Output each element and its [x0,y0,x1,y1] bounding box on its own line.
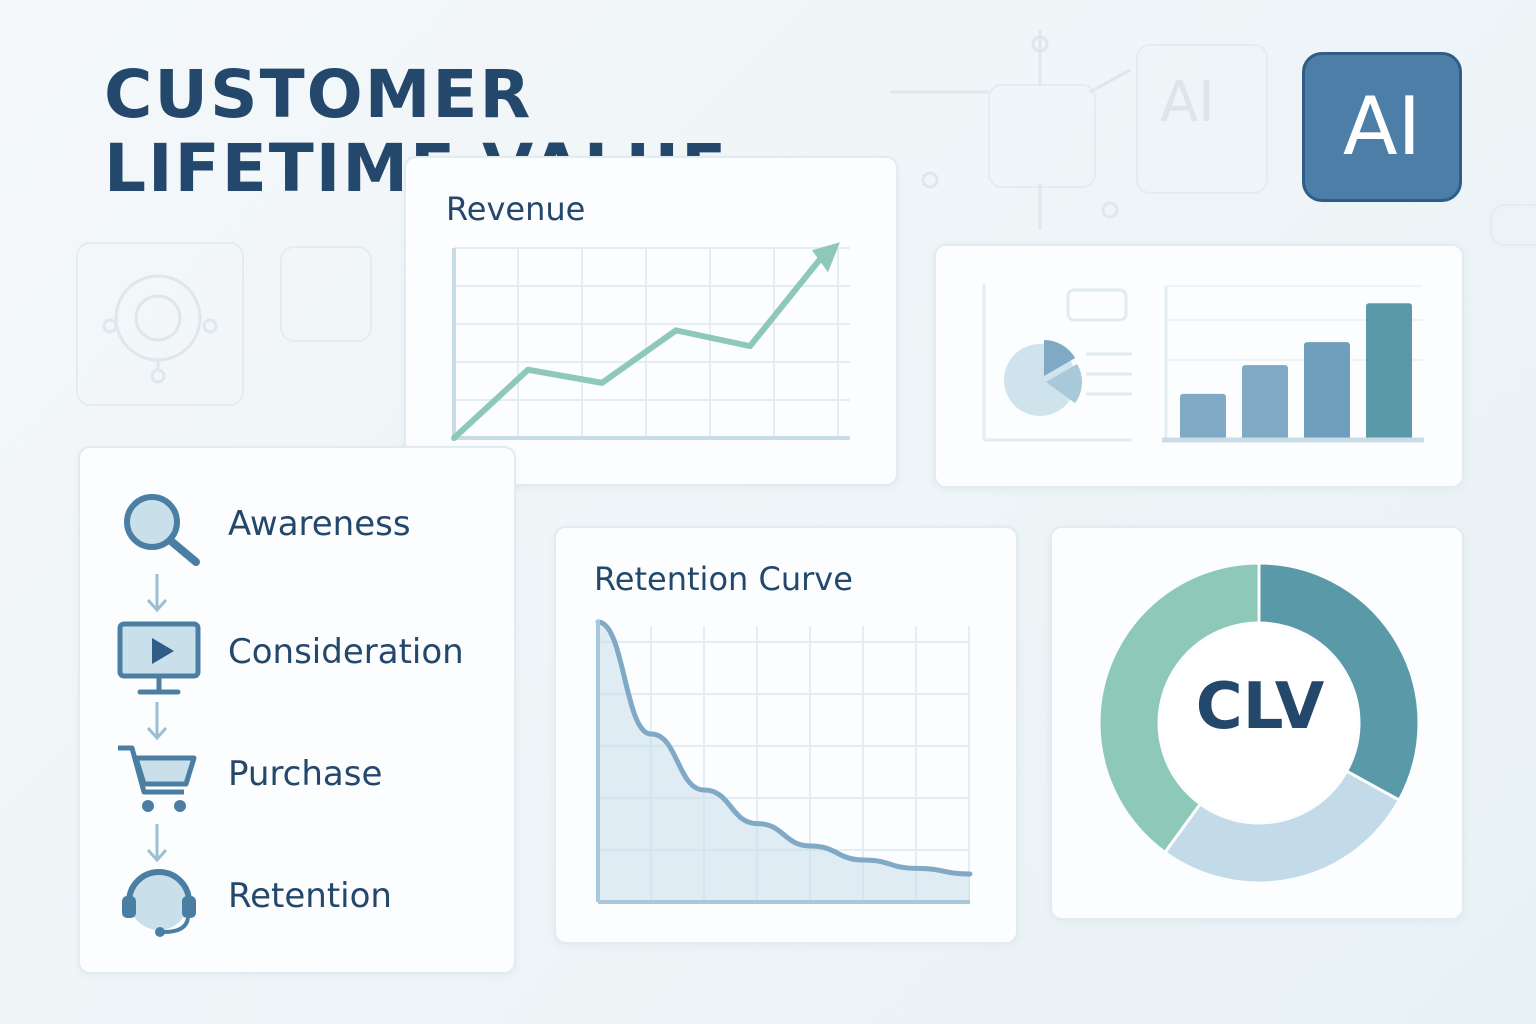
magnifier-icon [124,494,200,566]
trend-arrow-head [812,242,840,273]
donut-segment [1162,769,1402,885]
retention-area-chart [595,619,973,904]
retention-title: Retention Curve [594,560,853,598]
bar [1242,365,1288,440]
funnel-step-purchase: Purchase [228,754,383,794]
clv-donut-chart [1097,561,1421,885]
donut-segment [1257,561,1421,803]
revenue-line-chart [451,242,850,441]
ai-badge-label: AI [1342,80,1422,173]
pie-slice [1044,340,1076,376]
revenue-line [451,251,827,441]
bg-ai-tile [1136,44,1268,194]
shopping-cart-icon [118,745,197,812]
bg-ai-tile-label: AI [1160,70,1215,135]
funnel-step-retention: Retention [228,876,392,916]
retention-curve [595,619,973,877]
donut-segment [1097,561,1261,855]
bar-chart [1162,285,1424,443]
revenue-title: Revenue [446,190,586,228]
bg-right-tile [1490,204,1536,246]
bg-chip-icon-frame [988,84,1096,188]
bg-network-icon [102,274,218,384]
down-arrow-icon [146,574,168,613]
funnel-step-consideration: Consideration [228,632,464,672]
headset-icon [122,869,196,937]
bar [1180,393,1226,440]
bar [1304,342,1350,440]
legend-box [1066,288,1128,322]
ai-badge: AI [1302,52,1462,202]
clv-center-label: CLV [1195,670,1325,744]
pie-slice [1046,364,1082,404]
down-arrow-icon [146,824,168,863]
bg-circuit-icon [890,30,1131,230]
bg-node-icon-frame [76,242,244,406]
bg-bar-icon-frame [280,246,372,342]
bar [1366,303,1412,440]
retention-area [598,622,970,902]
revenue-card [404,156,898,486]
funnel-step-awareness: Awareness [228,504,411,544]
mini-pie-legend [982,284,1132,442]
down-arrow-icon [146,702,168,741]
donut-hole [1161,625,1357,821]
monitor-play-icon [117,621,201,695]
